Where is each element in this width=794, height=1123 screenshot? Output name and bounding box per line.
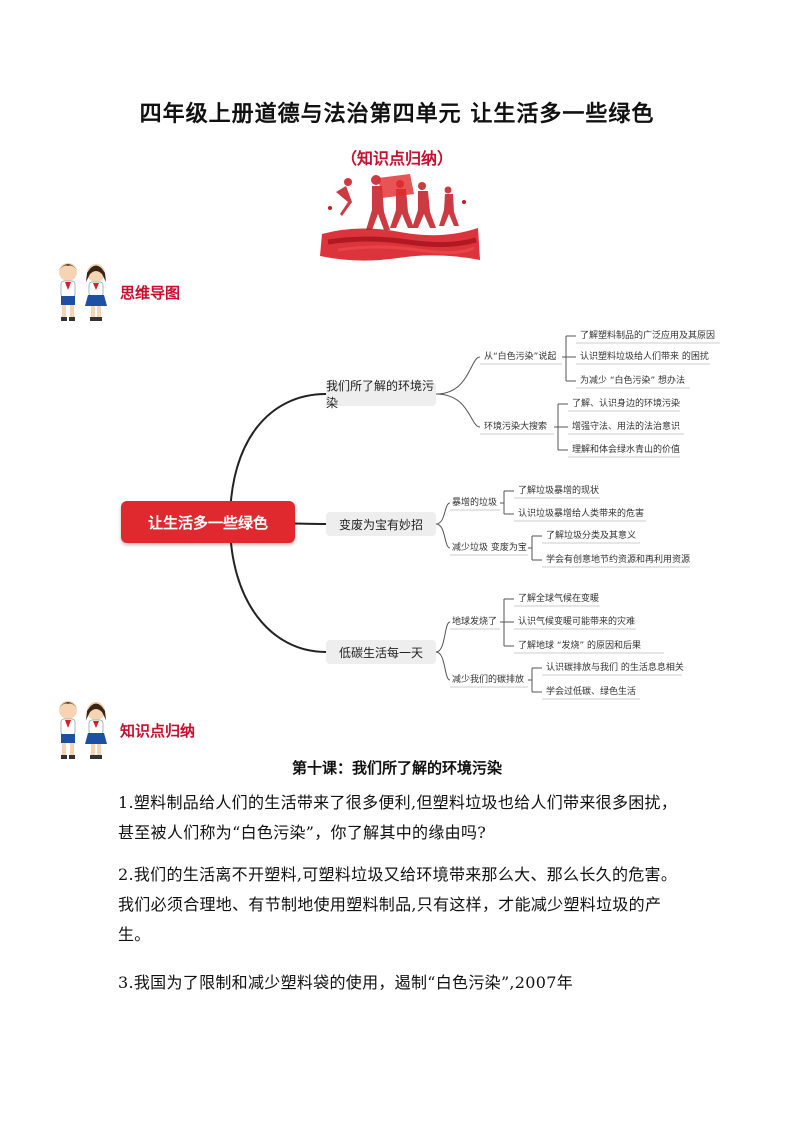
page-subtitle: （知识点归纳） bbox=[340, 149, 453, 168]
students-icon bbox=[59, 263, 107, 321]
mindmap-subnode: 减少垃圾 变废为宝 bbox=[452, 543, 527, 553]
paragraph-1: 1.塑料制品给人们的生活带来了很多便利,但塑料垃圾也给人们带来很多困扰，甚至被人… bbox=[118, 793, 678, 842]
mindmap-leaf: 了解、认识身边的环境污染 bbox=[572, 399, 681, 409]
mindmap-leaf: 认识碳排放与我们 的生活息息相关 bbox=[546, 663, 684, 673]
section-mindmap-label: 思维导图 bbox=[120, 284, 181, 302]
mindmap-branch-lowcarbon: 低碳生活每一天 bbox=[326, 640, 436, 664]
mindmap-leaf: 理解和体会绿水青山的价值 bbox=[572, 445, 681, 455]
mindmap-leaf: 了解地球 “发烧” 的原因和后果 bbox=[518, 641, 642, 651]
paragraph-3: 3.我国为了限制和减少塑料袋的使用，遏制“白色污染”,2007年 bbox=[118, 973, 574, 992]
mindmap-branch-recycle: 变废为宝有妙招 bbox=[326, 512, 436, 536]
mindmap-subnode: 从“白色污染”说起 bbox=[484, 352, 557, 362]
mindmap-subnode: 暴增的垃圾 bbox=[452, 498, 498, 508]
mindmap-leaf: 增强守法、用法的法治意识 bbox=[572, 422, 681, 432]
mindmap-leaf: 为减少 “白色污染” 想办法 bbox=[580, 376, 686, 386]
mindmap-leaf: 学会有创意地节约资源和再利用资源 bbox=[546, 555, 691, 565]
mindmap-leaf: 认识垃圾暴增给人类带来的危害 bbox=[518, 509, 645, 519]
mindmap-branch-pollution: 我们所了解的环境污染 bbox=[326, 379, 436, 410]
mindmap-leaf: 认识气候变暖可能带来的灾难 bbox=[518, 617, 636, 627]
mindmap-leaf: 了解垃圾分类及其意义 bbox=[546, 531, 637, 541]
students-icon bbox=[59, 701, 107, 759]
section-knowledge-label: 知识点归纳 bbox=[120, 722, 196, 740]
mindmap-subnode: 环境污染大搜索 bbox=[484, 422, 548, 432]
page-title: 四年级上册道德与法治第四单元 让生活多一些绿色 bbox=[139, 101, 655, 127]
mindmap-root-node: 让生活多一些绿色 bbox=[121, 501, 295, 543]
runners-banner-image bbox=[320, 174, 480, 261]
mindmap-leaf: 了解垃圾暴增的现状 bbox=[518, 486, 600, 496]
mindmap-subnode: 减少我们的碳排放 bbox=[452, 675, 525, 685]
mindmap-leaf: 了解塑料制品的广泛应用及其原因 bbox=[580, 331, 716, 341]
mindmap-subnode: 地球发烧了 bbox=[452, 617, 498, 627]
mindmap-leaf: 学会过低碳、绿色生活 bbox=[546, 687, 637, 697]
mindmap-leaf: 认识塑料垃圾给人们带来 的困扰 bbox=[580, 352, 709, 362]
mindmap-leaf: 了解全球气候在变暖 bbox=[518, 594, 600, 604]
lesson-title: 第十课：我们所了解的环境污染 bbox=[291, 759, 502, 777]
paragraph-2: 2.我们的生活离不开塑料,可塑料垃圾又给环境带来那么大、那么长久的危害。我们必须… bbox=[118, 865, 678, 944]
